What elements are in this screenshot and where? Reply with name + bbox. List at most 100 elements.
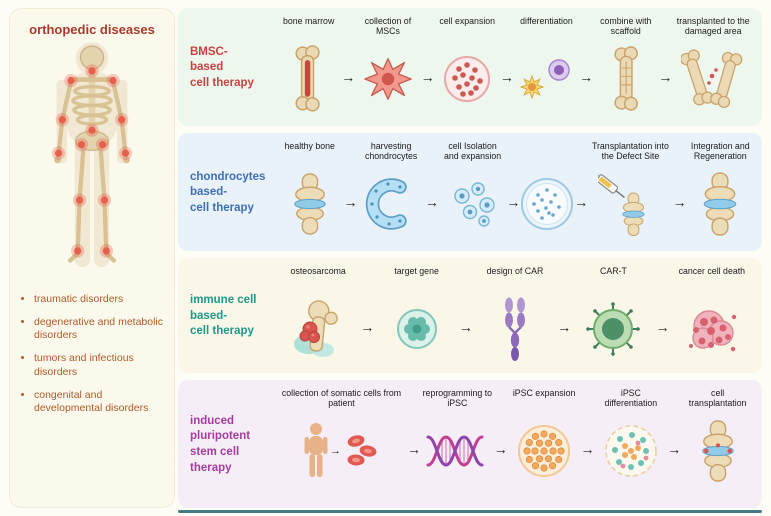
step-label: reprogramming to iPSC <box>422 388 493 409</box>
ipsc-steps: collection of somatic cells from patient <box>276 386 754 504</box>
step-label: collection of MSCs <box>364 16 412 37</box>
therapy-row-chondrocyte: chondrocytes based- cell therapy healthy… <box>178 133 762 251</box>
dying-cancer-cell-icon <box>683 294 741 364</box>
therapy-step: CAR-T <box>571 264 655 364</box>
arrow-icon: → <box>499 69 514 85</box>
step-label: target gene <box>394 266 439 276</box>
therapy-step: healthy bone <box>276 139 343 239</box>
dna-helix-icon <box>426 416 488 486</box>
target-gene-cell-icon <box>391 294 443 364</box>
arrow-icon: → <box>424 194 439 210</box>
knee-transplant-icon <box>696 416 740 486</box>
therapy-step: design of CAR <box>473 264 557 364</box>
femur-bone-icon <box>291 44 327 114</box>
arrow-icon: → <box>557 319 572 335</box>
syringe-knee-icon <box>598 169 662 239</box>
disorder-list: traumatic disorders degenerative and met… <box>34 293 168 415</box>
bone-tumor-icon <box>290 294 346 364</box>
somatic-cells-icon <box>347 435 377 466</box>
therapy-step: collection of somatic cells from patient <box>276 386 407 486</box>
ipsc-colony-icon <box>515 416 573 486</box>
knee-joint-icon <box>288 169 332 239</box>
step-label <box>546 139 548 169</box>
therapy-step: combine with scaffold <box>593 14 658 114</box>
step-label: Integration and Regeneration <box>690 141 750 162</box>
step-label: cell transplantation <box>688 388 747 409</box>
human-skeleton-icon <box>51 42 133 268</box>
arrow-icon: → <box>360 319 375 335</box>
step-label: combine with scaffold <box>600 16 652 37</box>
knee-joint-icon <box>697 169 743 239</box>
chondrocyte-steps: healthy bone → harvesting chondrocytes <box>276 139 754 247</box>
car-receptor-icon <box>498 294 532 364</box>
bmsc-steps: bone marrow → collection of MSCs <box>276 14 754 122</box>
arrow-icon: → <box>658 69 673 85</box>
bone-scaffold-icon <box>610 44 642 114</box>
cell-culture-icon <box>440 44 494 114</box>
step-label: bone marrow <box>282 16 335 26</box>
therapy-step <box>520 139 574 239</box>
arrow-icon: → <box>574 194 589 210</box>
orthopedic-diseases-panel: orthopedic diseases <box>9 8 175 508</box>
arrow-icon: → <box>341 69 356 85</box>
row-label-immune: immune cell based- cell therapy <box>190 294 257 338</box>
step-label: collection of somatic cells from patient <box>281 388 402 409</box>
transplanted-bone-icon <box>681 44 745 114</box>
therapy-step: reprogramming to iPSC <box>421 386 494 486</box>
disorder-item: tumors and infectious disorders <box>34 352 168 378</box>
arrow-icon: → <box>420 69 435 85</box>
therapy-step: differentiation <box>514 14 579 114</box>
therapy-step: bone marrow <box>276 14 341 114</box>
arrow-icon: → <box>655 319 670 335</box>
therapy-step: iPSC expansion <box>508 386 581 486</box>
therapy-row-immune: immune cell based- cell therapy osteosar… <box>178 258 762 373</box>
immune-steps: osteosarcoma <box>276 264 754 369</box>
differentiating-colony-icon <box>602 416 660 486</box>
arrow-icon: → <box>667 441 682 457</box>
arrow-icon: → <box>329 444 341 457</box>
arrow-icon: → <box>406 441 421 457</box>
step-label: harvesting chondrocytes <box>364 141 418 162</box>
therapy-step: osteosarcoma <box>276 264 360 364</box>
step-label: CAR-T <box>599 266 627 276</box>
patient-somatic-cells-icon: → <box>304 416 379 486</box>
disorder-item: congenital and developmental disorders <box>34 389 168 415</box>
panel-title: orthopedic diseases <box>29 22 155 37</box>
step-label: cell expansion <box>439 16 496 26</box>
car-t-cell-icon <box>584 294 642 364</box>
therapy-step: cell expansion <box>435 14 500 114</box>
step-label: cancer cell death <box>678 266 746 276</box>
therapy-step: Transplantation into the Defect Site <box>588 139 672 239</box>
bottom-border-strip <box>178 510 762 513</box>
step-label: transplanted to the damaged area <box>676 16 750 37</box>
differentiated-cells-icon <box>516 44 576 114</box>
step-label: healthy bone <box>284 141 335 151</box>
disorder-item: traumatic disorders <box>34 293 168 306</box>
therapy-step: transplanted to the damaged area <box>672 14 754 114</box>
row-label-bmsc: BMSC- based cell therapy <box>190 45 254 89</box>
arrow-icon: → <box>672 194 687 210</box>
therapy-step: Integration and Regeneration <box>687 139 754 239</box>
patient-icon <box>304 423 328 477</box>
arrow-icon: → <box>493 441 508 457</box>
row-label-ipsc: induced pluripotent stem cell therapy <box>190 414 251 474</box>
chondrocyte-cells-icon <box>447 169 499 239</box>
step-label: iPSC differentiation <box>604 388 658 409</box>
arrow-icon: → <box>458 319 473 335</box>
therapy-step: cell Isolation and expansion <box>439 139 506 239</box>
therapy-step: collection of MSCs <box>355 14 420 114</box>
step-label: osteosarcoma <box>290 266 346 276</box>
therapy-row-ipsc: induced pluripotent stem cell therapy co… <box>178 380 762 508</box>
therapy-row-bmsc: BMSC- based cell therapy bone marrow → <box>178 8 762 126</box>
therapy-rows: BMSC- based cell therapy bone marrow → <box>178 8 762 511</box>
step-label: differentiation <box>520 16 573 26</box>
cartilage-crescent-icon <box>363 169 419 239</box>
therapy-step: target gene <box>374 264 458 364</box>
arrow-icon: → <box>506 194 521 210</box>
therapy-step: cancer cell death <box>670 264 754 364</box>
step-label: iPSC expansion <box>512 388 576 398</box>
arrow-icon: → <box>579 69 594 85</box>
therapy-step: cell transplantation <box>681 386 754 486</box>
step-label: Transplantation into the Defect Site <box>591 141 669 162</box>
